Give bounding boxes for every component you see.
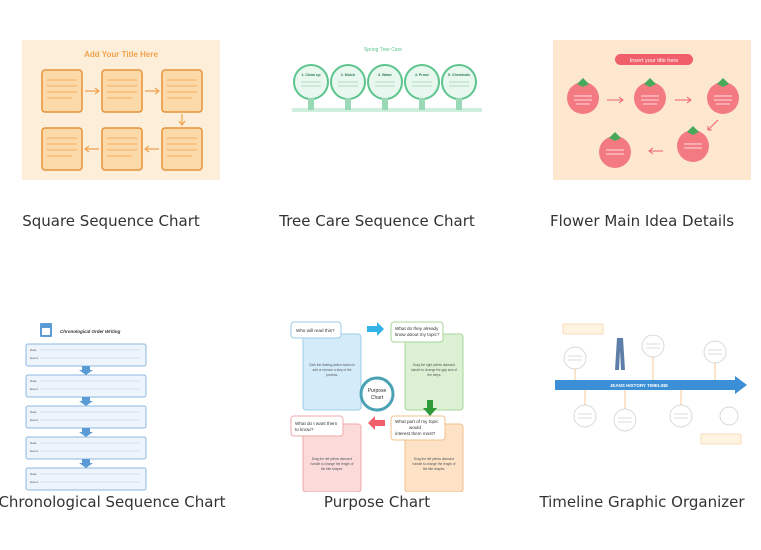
svg-text:Click the floating action butt: Click the floating action button to bbox=[309, 363, 355, 367]
svg-text:handle to change the gap size: handle to change the gap size of bbox=[411, 368, 457, 372]
svg-text:process.: process. bbox=[326, 373, 338, 377]
flower-main-idea-thumbnail[interactable]: Insert your title here bbox=[553, 40, 751, 180]
svg-text:Drag the left yellow diamond: Drag the left yellow diamond bbox=[414, 457, 454, 461]
svg-text:would: would bbox=[409, 425, 421, 430]
svg-text:Event:: Event: bbox=[30, 480, 39, 484]
svg-text:Drag the right yellow diamond: Drag the right yellow diamond bbox=[413, 363, 455, 367]
template-caption[interactable]: Flower Main Idea Details bbox=[549, 212, 735, 230]
svg-text:What part of my topic: What part of my topic bbox=[395, 419, 439, 424]
svg-text:Add Your Title Here: Add Your Title Here bbox=[84, 50, 158, 59]
svg-text:What do I want them: What do I want them bbox=[295, 421, 337, 426]
svg-text:Insert your title here: Insert your title here bbox=[630, 58, 679, 64]
template-caption[interactable]: Purpose Chart bbox=[323, 493, 431, 511]
svg-text:Chart: Chart bbox=[371, 395, 384, 401]
svg-text:Date:: Date: bbox=[30, 441, 37, 445]
template-caption[interactable]: Chronological Sequence Chart bbox=[0, 493, 226, 511]
svg-text:Event:: Event: bbox=[30, 387, 39, 391]
tree-step-3: 3. Water bbox=[378, 73, 392, 77]
svg-text:to know?: to know? bbox=[295, 427, 314, 432]
svg-text:the title shapes.: the title shapes. bbox=[423, 467, 445, 471]
purpose-chart-thumbnail[interactable]: Who will read this? What do they already… bbox=[287, 320, 467, 492]
tree-care-thumbnail[interactable]: Spring Tree Care 1. Clean up 2. Mulch 3.… bbox=[287, 40, 485, 180]
svg-text:know about my topic?: know about my topic? bbox=[395, 332, 440, 337]
svg-text:interest them most?: interest them most? bbox=[395, 431, 436, 436]
svg-text:Event:: Event: bbox=[30, 356, 39, 360]
svg-text:Event:: Event: bbox=[30, 449, 39, 453]
svg-text:the title shapes.: the title shapes. bbox=[321, 467, 343, 471]
svg-text:handle to change the length of: handle to change the length of bbox=[311, 462, 354, 466]
tree-step-2: 2. Mulch bbox=[341, 73, 355, 77]
timeline-organizer-thumbnail[interactable]: JEANS HISTORY TIMELINE bbox=[553, 320, 751, 450]
svg-text:handle to change the length of: handle to change the length of bbox=[413, 462, 456, 466]
svg-text:Event:: Event: bbox=[30, 418, 39, 422]
svg-text:What do they already: What do they already bbox=[395, 326, 439, 331]
square-sequence-thumbnail[interactable]: Add Your Title Here bbox=[22, 40, 220, 180]
template-caption[interactable]: Tree Care Sequence Chart bbox=[279, 212, 475, 230]
svg-text:the steps: the steps bbox=[428, 373, 441, 377]
svg-text:add or remove a step of the: add or remove a step of the bbox=[313, 368, 352, 372]
svg-text:Date:: Date: bbox=[30, 472, 37, 476]
template-caption[interactable]: Timeline Graphic Organizer bbox=[539, 493, 745, 511]
tree-step-4: 4. Prune bbox=[415, 73, 429, 77]
purpose-question-1: Who will read this? bbox=[296, 328, 335, 333]
svg-text:Purpose: Purpose bbox=[368, 388, 387, 394]
svg-text:Date:: Date: bbox=[30, 379, 37, 383]
svg-text:Drag the left yellow diamond: Drag the left yellow diamond bbox=[312, 457, 352, 461]
tree-step-1: 1. Clean up bbox=[301, 73, 321, 77]
template-caption[interactable]: Square Sequence Chart bbox=[22, 212, 200, 230]
svg-text:Chronological Order Writing: Chronological Order Writing bbox=[60, 329, 121, 334]
svg-text:Spring Tree Care: Spring Tree Care bbox=[364, 47, 402, 53]
svg-text:JEANS HISTORY TIMELINE: JEANS HISTORY TIMELINE bbox=[610, 383, 668, 388]
tree-step-5: 5. Chemicals bbox=[448, 73, 470, 77]
chronological-sequence-thumbnail[interactable]: Chronological Order Writing Date:Event: … bbox=[22, 320, 150, 492]
svg-text:Date:: Date: bbox=[30, 348, 37, 352]
svg-text:Date:: Date: bbox=[30, 410, 37, 414]
